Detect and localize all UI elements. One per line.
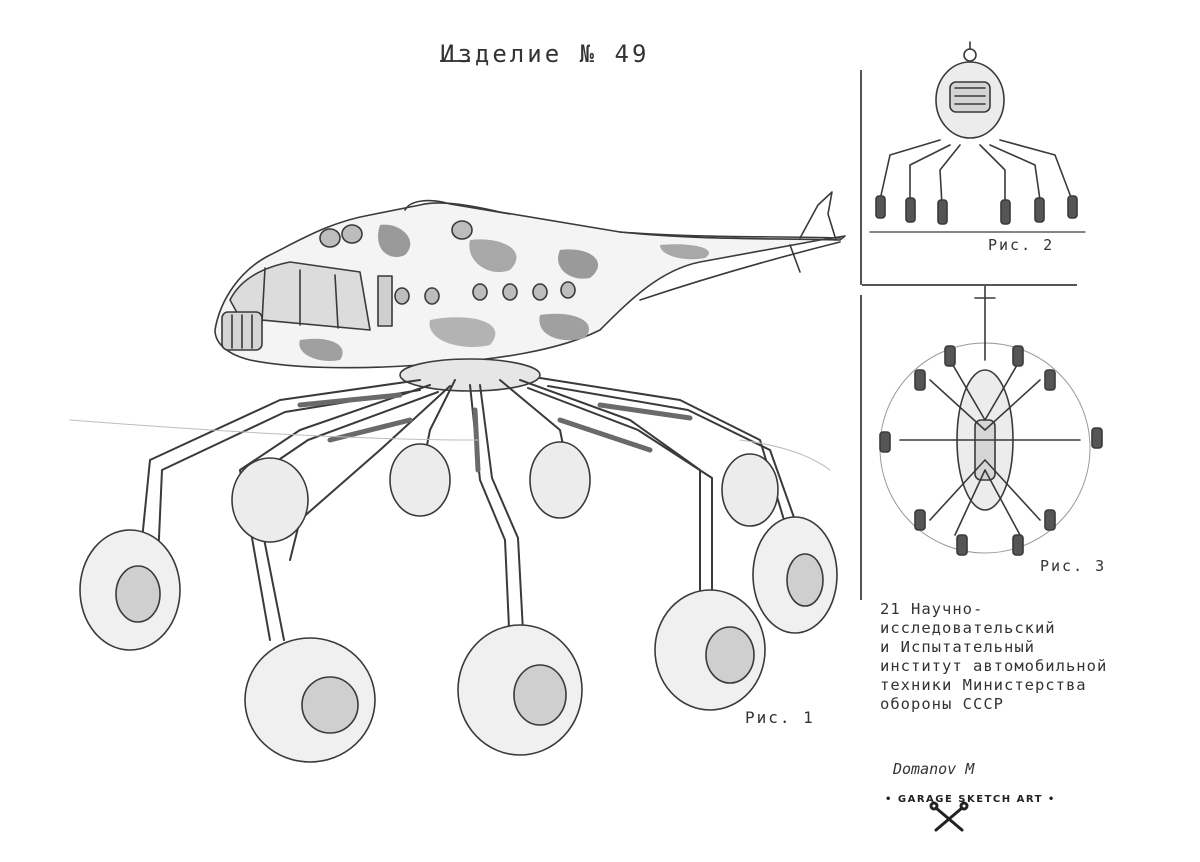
figure-3-label: Рис. 3 — [1040, 557, 1107, 575]
walker-legs — [139, 377, 803, 651]
divider-vertical-bottom — [860, 295, 862, 600]
institute-line: исследовательский — [880, 619, 1056, 637]
top-view-drawing — [879, 284, 1103, 556]
artist-signature: Domanov M — [893, 760, 975, 778]
figure-2-label: Рис. 2 — [988, 236, 1055, 254]
helicopter-fuselage — [214, 191, 846, 369]
figure-1-label: Рис. 1 — [745, 708, 815, 727]
divider-horizontal — [862, 284, 1077, 286]
institute-line: обороны СССР — [880, 695, 1004, 713]
front-view-drawing — [869, 41, 1086, 233]
institute-line: институт автомобильной — [880, 657, 1108, 675]
brand-label: • GARAGE SKETCH ART • — [885, 794, 1056, 805]
institute-line: и Испытательный — [880, 638, 1035, 656]
crossed-wrenches-icon — [929, 801, 969, 832]
institute-line: техники Министерства — [880, 676, 1087, 694]
institute-caption: 21 Научно- исследовательский и Испытател… — [880, 600, 1180, 714]
institute-line: 21 Научно- — [880, 600, 984, 618]
wheels — [79, 441, 838, 763]
sketch-title: Изделие № 49 — [440, 40, 650, 68]
title-underline — [440, 60, 470, 62]
divider-vertical-top — [860, 70, 862, 285]
